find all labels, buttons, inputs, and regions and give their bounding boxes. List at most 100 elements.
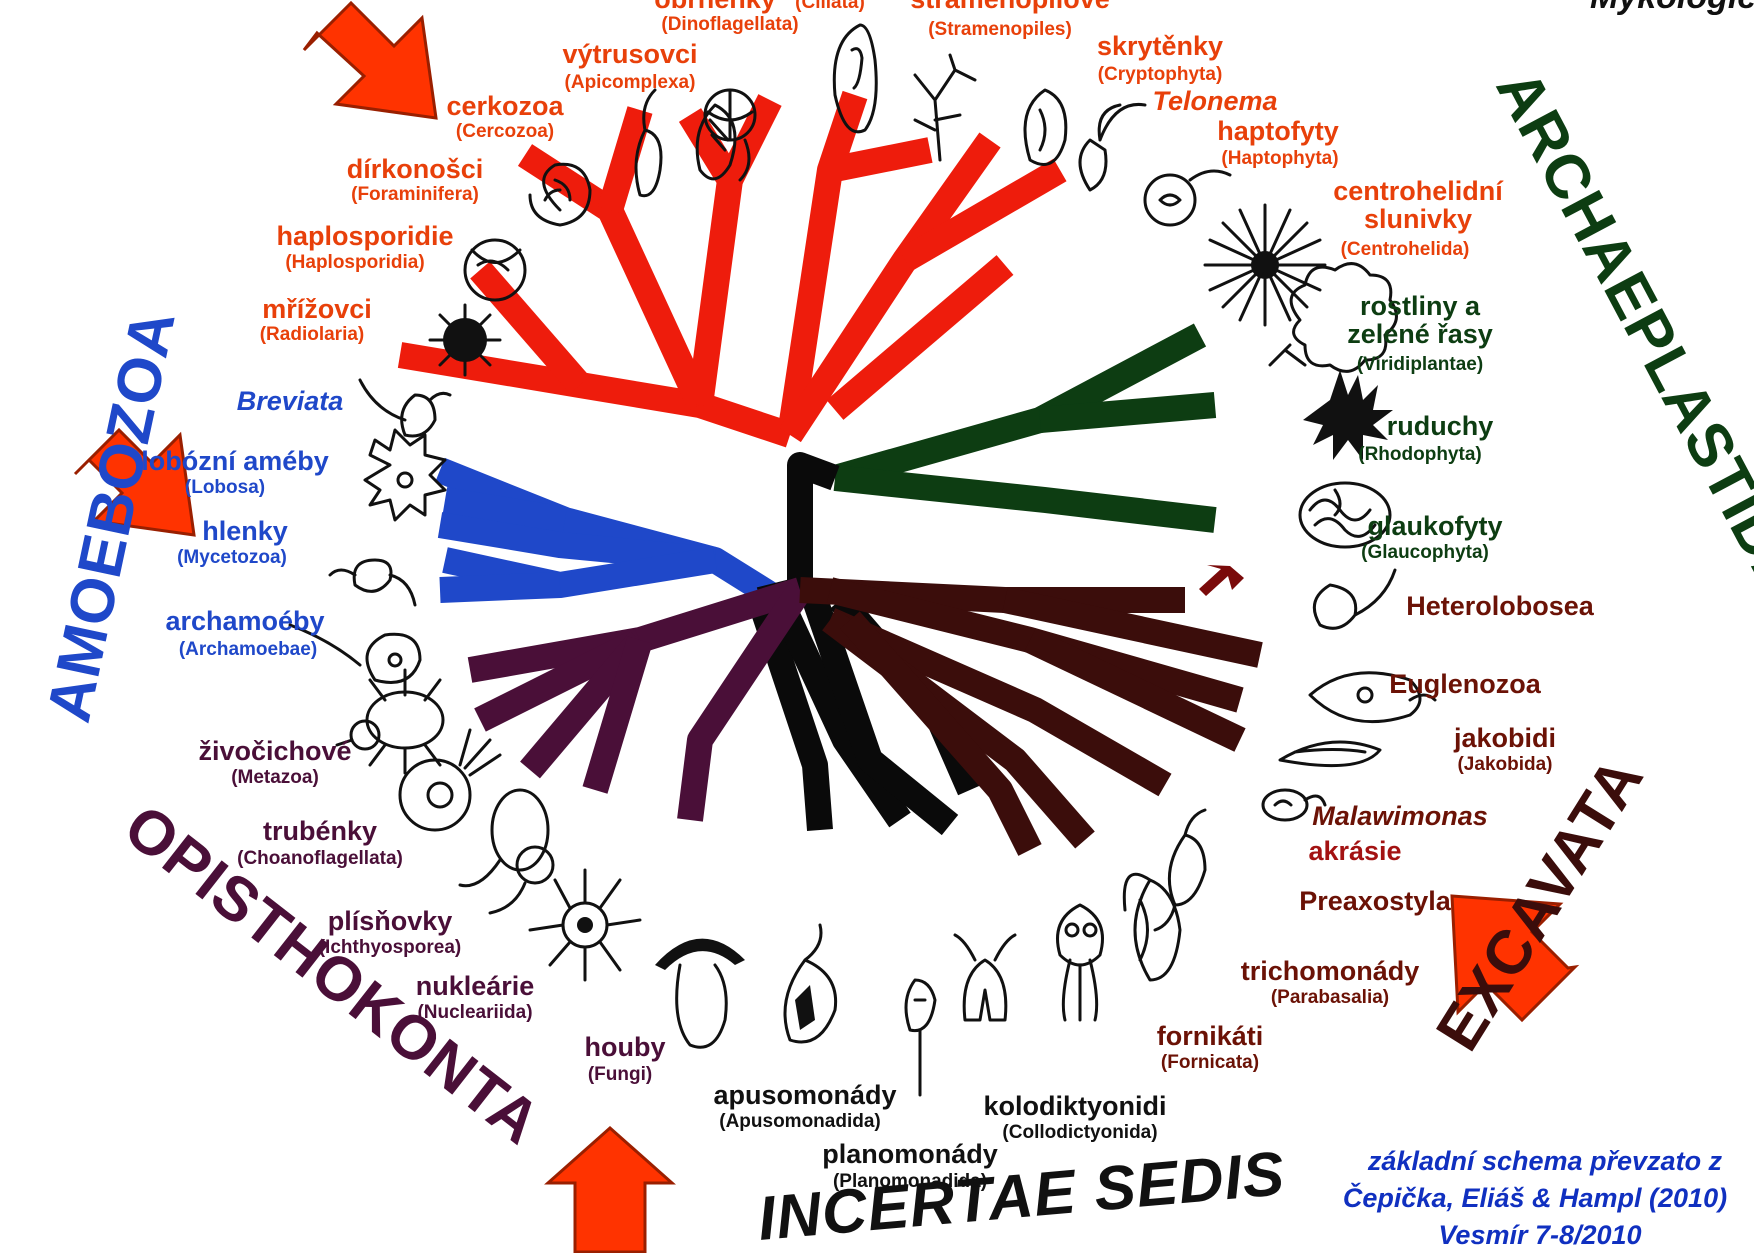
tree-branches bbox=[397, 90, 1263, 856]
taxon-trubenky-name: trubénky bbox=[263, 816, 377, 846]
taxon-centrohelidni-name1: centrohelidní bbox=[1333, 176, 1504, 206]
taxon-dirkonosci-name: dírkonošci bbox=[347, 154, 484, 184]
taxon-ruduchy-name: ruduchy bbox=[1387, 411, 1494, 441]
taxon-euglenozoa-name: Euglenozoa bbox=[1389, 669, 1541, 699]
taxon-plisnovky-latin: (Ichthyosporea) bbox=[319, 937, 462, 958]
credit-line-1: základní schema převzato z bbox=[1367, 1146, 1723, 1176]
taxon-akrasie-name: akrásie bbox=[1308, 836, 1401, 866]
taxon-zivocichove-name: živočichové bbox=[198, 736, 351, 766]
radiolarian-sketch-icon bbox=[428, 303, 502, 377]
preaxostyla-sketch-icon bbox=[1153, 808, 1207, 932]
haplosporidia-sketch-icon bbox=[463, 238, 527, 302]
taxon-haptofyty-latin: (Haptophyta) bbox=[1221, 148, 1338, 169]
plant-sketch-icon bbox=[1268, 262, 1398, 373]
arrow-to-akrasie bbox=[1450, 894, 1580, 1023]
sar-branches bbox=[397, 90, 1067, 448]
malawimonas-sketch-icon bbox=[1261, 788, 1327, 822]
supergroup-archaeplastida: ARCHAEPLASTIDA bbox=[1483, 59, 1754, 612]
apicomplexa-sketch-icon bbox=[695, 103, 737, 181]
apusomonad-sketch-icon bbox=[783, 923, 838, 1044]
taxon-kolodiktyonidi-latin: (Collodictyonida) bbox=[1002, 1122, 1157, 1143]
taxon-haplosporidie-latin: (Haplosporidia) bbox=[285, 252, 424, 273]
taxon-ruduchy-latin: (Rhodophyta) bbox=[1358, 444, 1481, 465]
arrow-to-lobosa bbox=[73, 427, 196, 537]
taxon-planomonady-latin: (Planomonadida) bbox=[833, 1171, 987, 1192]
taxon-mrizovci-name: mřížovci bbox=[262, 294, 372, 324]
mushroom-sketch-icon bbox=[655, 938, 745, 1049]
jakobid-sketch-icon bbox=[1278, 740, 1382, 768]
taxon-fornikati-latin: (Fornicata) bbox=[1161, 1052, 1259, 1073]
beetle-sketch-icon bbox=[335, 668, 445, 775]
taxon-archamoeby-name: archamoéby bbox=[165, 606, 324, 636]
choanoflagellate-sketch-icon bbox=[398, 728, 502, 832]
taxon-apusomonady-name: apusomonády bbox=[713, 1080, 896, 1110]
taxon-houby-latin: (Fungi) bbox=[588, 1064, 652, 1085]
taxon-rostliny-name2: zelené řasy bbox=[1347, 319, 1493, 349]
taxon-centrohelidni-latin: (Centrohelida) bbox=[1341, 239, 1470, 260]
taxon-haplosporidie-name: haplosporidie bbox=[276, 221, 453, 251]
fornicate-sketch-icon bbox=[1056, 903, 1104, 1022]
taxon-mrizovci-latin: (Radiolaria) bbox=[260, 324, 365, 345]
taxon-zivocichove-latin: (Metazoa) bbox=[231, 767, 319, 788]
taxon-stramenopily-name: stramenopilové bbox=[910, 0, 1110, 14]
ichthyosporea-sketch-icon bbox=[458, 788, 555, 915]
mycetozoa-sketch-icon bbox=[328, 558, 417, 607]
taxon-trichomonady-latin: (Parabasalia) bbox=[1271, 987, 1389, 1008]
amoebozoa-branches bbox=[435, 457, 802, 622]
taxon-fornikati-name: fornikáti bbox=[1157, 1021, 1264, 1051]
taxon-trubenky-latin: (Choanoflagellata) bbox=[237, 848, 403, 869]
taxon-telonema-name: Telonema bbox=[1152, 86, 1277, 116]
taxon-glaukofyty-latin: (Glaucophyta) bbox=[1361, 542, 1489, 563]
highlight-arrows bbox=[73, 0, 1580, 1253]
taxon-hlenky-name: hlenky bbox=[202, 516, 288, 546]
collodictyonid-sketch-icon bbox=[953, 933, 1017, 1022]
red-alga-sketch-icon bbox=[1303, 370, 1393, 460]
taxon-dirkonosci-latin: (Foraminifera) bbox=[351, 184, 479, 205]
stramenopile-sketch-icon bbox=[913, 53, 977, 162]
taxon-centrohelidni-name2: slunivky bbox=[1364, 204, 1472, 234]
taxon-skrytenky-name: skrytěnky bbox=[1097, 31, 1223, 61]
centrohelid-sketch-icon bbox=[1203, 203, 1327, 327]
taxon-cerkozoa-latin: (Cercozoa) bbox=[456, 121, 554, 142]
top-right-title: Mykologie bbox=[1590, 0, 1754, 16]
glaucophyte-sketch-icon bbox=[1298, 481, 1392, 549]
taxon-planomonady-name: planomonády bbox=[822, 1139, 998, 1169]
ciliate-sketch-icon bbox=[832, 23, 878, 134]
nucleariid-sketch-icon bbox=[528, 868, 642, 982]
credit-line-3: Vesmír 7-8/2010 bbox=[1438, 1220, 1641, 1250]
taxon-archamoeby-latin: (Archamoebae) bbox=[179, 639, 317, 660]
excavata-branches bbox=[799, 577, 1263, 856]
cercozoa-sketch-icon bbox=[634, 88, 663, 198]
taxon-jakobidi-name: jakobidi bbox=[1453, 723, 1556, 753]
foraminifera-sketch-icon bbox=[528, 162, 592, 227]
planomonad-sketch-icon bbox=[904, 978, 937, 1097]
taxon-preaxostyla-name: Preaxostyla bbox=[1299, 886, 1452, 916]
euglena-sketch-icon bbox=[1308, 671, 1437, 724]
taxon-lobozni-name: lobózní améby bbox=[141, 446, 329, 476]
organism-sketches bbox=[288, 23, 1437, 1097]
taxon-obrnenky-latin: (Dinoflagellata) bbox=[661, 14, 798, 35]
taxon-plisnovky-name: plísňovky bbox=[328, 906, 453, 936]
taxon-apusomonady-latin: (Apusomonadida) bbox=[719, 1111, 881, 1132]
taxon-haptofyty-name: haptofyty bbox=[1217, 116, 1339, 146]
taxon-kolodiktyonidi-name: kolodiktyonidi bbox=[983, 1091, 1166, 1121]
breviata-sketch-icon bbox=[358, 378, 452, 438]
taxon-cerkozoa-name: cerkozoa bbox=[446, 91, 564, 121]
taxon-vytrusovci-name: výtrusovci bbox=[562, 39, 697, 69]
taxon-skrytenky-latin: (Cryptophyta) bbox=[1098, 64, 1223, 85]
taxon-breviata-name: Breviata bbox=[237, 386, 344, 416]
taxon-trichomonady-name: trichomonády bbox=[1241, 956, 1420, 986]
heterolobosea-sketch-icon bbox=[1312, 568, 1397, 630]
taxon-heterolobosea-name: Heterolobosea bbox=[1406, 591, 1595, 621]
taxon-ciliata-latin: (Ciliata) bbox=[795, 0, 865, 13]
taxon-stramenopily-latin: (Stramenopiles) bbox=[928, 19, 1072, 40]
arrow-to-fungi bbox=[544, 1125, 676, 1253]
taxon-lobozni-latin: (Lobosa) bbox=[185, 477, 265, 498]
heterolobosea-pointer-arrow bbox=[1199, 565, 1244, 596]
taxon-hlenky-latin: (Mycetozoa) bbox=[177, 547, 287, 568]
taxon-labels: obrněnky (Dinoflagellata) (Ciliata) stra… bbox=[141, 0, 1595, 1192]
arrow-to-cerkozoa bbox=[302, 0, 438, 120]
taxon-rostliny-latin: (Viridiplantae) bbox=[1357, 354, 1483, 375]
haptophyte-sketch-icon bbox=[1143, 169, 1232, 227]
opisthokonta-branches bbox=[467, 577, 811, 822]
